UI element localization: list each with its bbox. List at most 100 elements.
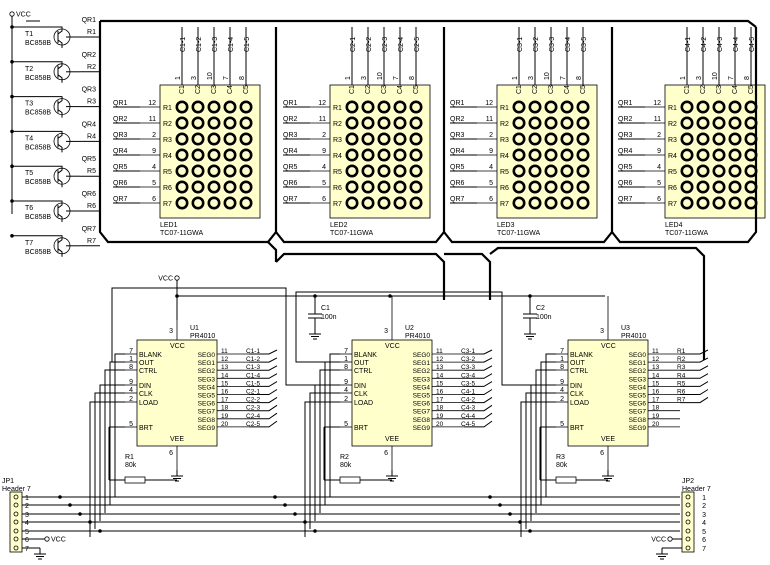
row-net-label: QR5 [450, 164, 465, 171]
led-dot [175, 132, 189, 146]
led-dot [223, 164, 237, 178]
pin-number: 10 [712, 72, 719, 80]
ground-symbol [602, 470, 614, 482]
pin-name: SEG3 [198, 376, 216, 383]
pin-name: CTRL [354, 368, 372, 375]
resistor-value: 80k [125, 462, 137, 469]
wire [111, 287, 340, 386]
pin-number: 15 [652, 380, 660, 387]
led-dot [393, 196, 407, 210]
led-dot [409, 100, 423, 114]
wire [99, 384, 125, 521]
wire [249, 396, 278, 404]
wire [464, 365, 493, 371]
capacitor-ref: C1 [321, 305, 330, 312]
wire [464, 373, 493, 379]
led-dot [207, 180, 221, 194]
pin-name: SEG9 [198, 425, 216, 432]
pin-number: 2 [152, 132, 156, 139]
wire [489, 246, 706, 360]
pin-number: 19 [221, 413, 229, 420]
pin-name: SEG6 [413, 401, 431, 408]
pin-name: CTRL [139, 368, 157, 375]
pin-number: 3 [702, 512, 706, 519]
pin-name: BRT [570, 425, 585, 432]
led-dot [361, 180, 375, 194]
vcc-symbol: VCC [9, 11, 31, 19]
led-dot [576, 132, 590, 146]
column-name: C3 [381, 85, 388, 94]
column-net-label: C2-2 [366, 37, 373, 52]
led-dot [696, 148, 710, 162]
transistor-ref: T5 [25, 170, 33, 177]
net-label: R5 [677, 380, 686, 387]
pin-number: 3 [696, 76, 703, 80]
header-pin [13, 536, 19, 542]
pin-number: 4 [560, 387, 564, 394]
driver-ref: U2 [405, 325, 414, 332]
column-net-label: C3-3 [549, 37, 556, 52]
pin-number: 6 [657, 196, 661, 203]
capacitor-value: 100n [321, 314, 337, 321]
led-dot [512, 116, 526, 130]
pin-name: SEG8 [629, 417, 647, 424]
capacitor-c1: C1 100n [308, 296, 337, 340]
pin-number: 6 [600, 450, 604, 457]
pin-name: VCC [170, 343, 185, 350]
header-part: Header 7 [682, 486, 711, 493]
pin-number: 8 [344, 364, 348, 371]
row-name: R4 [500, 153, 509, 160]
junction-dot [508, 512, 512, 516]
pin-name: BRT [139, 425, 154, 432]
pin-number: 5 [25, 529, 29, 536]
pin-number: 10 [377, 72, 384, 80]
wire [444, 252, 492, 300]
vcc-symbol: VCC [158, 275, 180, 283]
pin-name: SEG0 [198, 352, 216, 359]
led-dot [377, 116, 391, 130]
led-dot [207, 132, 221, 146]
row-name: R5 [500, 169, 509, 176]
pin-number: 20 [221, 421, 229, 428]
pin-number: 6 [702, 537, 706, 544]
net-label: C4-4 [461, 413, 475, 420]
column-net-label: C2-3 [382, 37, 389, 52]
led-dot [512, 196, 526, 210]
led-dot [728, 196, 742, 210]
pin-name: VEE [170, 436, 184, 443]
ground-symbol [656, 548, 668, 560]
pin-number: 16 [221, 389, 229, 396]
led-dot [345, 148, 359, 162]
wire [464, 396, 493, 404]
row-net-label: QR5 [618, 164, 633, 171]
led-dot [560, 116, 574, 130]
row-net-label: QR2 [450, 116, 465, 123]
transistor-column: VCCT1BC858BR1QR1T2BC858BR2QR2T3BC858BR3Q… [9, 11, 100, 257]
pin-name: BLANK [354, 352, 377, 359]
transistor-part: BC858B [25, 110, 51, 117]
wire [57, 143, 63, 153]
pin-number: 3 [384, 328, 388, 335]
transistor-part: BC858B [25, 144, 51, 151]
net-label: C1-4 [246, 372, 260, 379]
pin-name: SEG0 [413, 352, 431, 359]
led-dot [239, 148, 253, 162]
column-net-label: C4-2 [701, 37, 708, 52]
led-dot [680, 132, 694, 146]
led-dot [728, 180, 742, 194]
led-ref: LED1 [160, 222, 178, 229]
driver-u2: U2PR40103VCC6VEE7BLANK1OUT8CTRL9DIN4CLK2… [304, 296, 493, 537]
pin-number: 4 [657, 164, 661, 171]
pin-number: 5 [702, 529, 706, 536]
pin-name: SEG8 [198, 417, 216, 424]
led-dot [175, 148, 189, 162]
vcc-label: VCC [16, 12, 31, 19]
column-name: C3 [211, 85, 218, 94]
led-dot [544, 148, 558, 162]
row-net-label: QR1 [113, 100, 128, 107]
row-net-label: QR7 [618, 196, 633, 203]
pin-name: SEG1 [629, 360, 647, 367]
